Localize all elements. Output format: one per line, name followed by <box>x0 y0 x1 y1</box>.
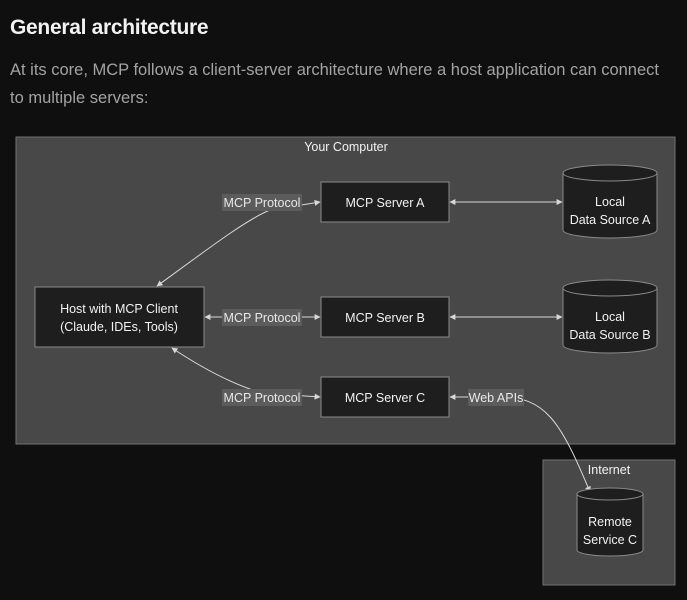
edge-label-b: MCP Protocol <box>222 309 302 326</box>
edge-label-web-apis: Web APIs <box>468 389 524 406</box>
node-source-a: Local Data Source A <box>562 164 658 239</box>
edge-host-server-a <box>156 199 321 287</box>
svg-text:MCP Protocol: MCP Protocol <box>224 196 301 210</box>
section-title: General architecture <box>10 16 209 39</box>
svg-text:Local: Local <box>595 310 625 324</box>
edge-label-a: MCP Protocol <box>222 194 302 211</box>
svg-text:MCP Server B: MCP Server B <box>345 311 425 325</box>
node-server-a: MCP Server A <box>320 181 450 223</box>
svg-text:MCP Server A: MCP Server A <box>346 196 426 210</box>
node-server-c: MCP Server C <box>320 376 450 418</box>
node-host-line1: Host with MCP Client <box>60 302 178 316</box>
svg-text:Service C: Service C <box>583 533 637 547</box>
svg-text:MCP Protocol: MCP Protocol <box>224 311 301 325</box>
group-your-computer-label: Your Computer <box>304 140 388 154</box>
svg-text:Local: Local <box>595 195 625 209</box>
svg-text:Data Source B: Data Source B <box>569 328 650 342</box>
svg-text:Web APIs: Web APIs <box>469 391 524 405</box>
svg-text:Data Source A: Data Source A <box>570 213 651 227</box>
svg-text:MCP Server C: MCP Server C <box>345 391 425 405</box>
node-source-b: Local Data Source B <box>562 279 658 354</box>
svg-text:MCP Protocol: MCP Protocol <box>224 391 301 405</box>
node-host-line2: (Claude, IDEs, Tools) <box>60 320 178 334</box>
node-remote-c: Remote Service C <box>576 487 644 557</box>
node-server-b: MCP Server B <box>320 296 450 338</box>
edge-label-c: MCP Protocol <box>222 389 302 406</box>
svg-text:Remote: Remote <box>588 515 632 529</box>
node-host: Host with MCP Client (Claude, IDEs, Tool… <box>34 286 205 348</box>
section-intro: At its core, MCP follows a client-server… <box>10 61 659 107</box>
group-internet-label: Internet <box>588 463 631 477</box>
